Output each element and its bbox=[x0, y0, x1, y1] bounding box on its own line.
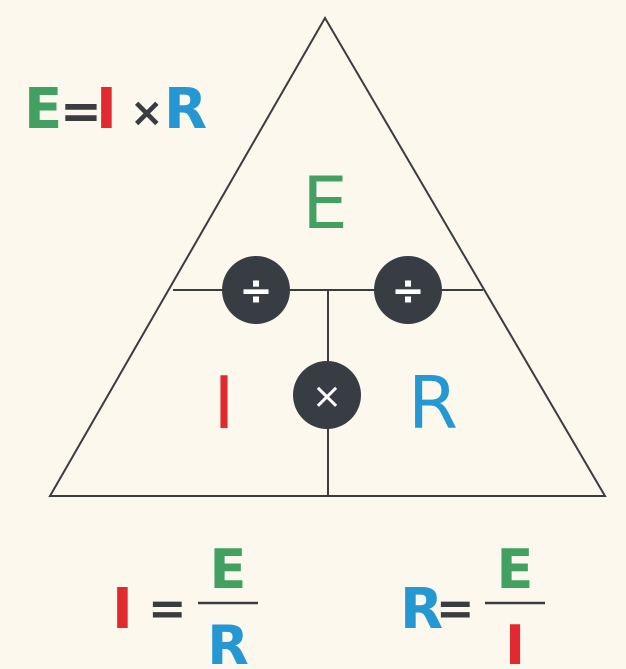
multiply-icon: × bbox=[312, 376, 342, 417]
formula-times: × bbox=[130, 90, 164, 136]
multiply-circle bbox=[293, 361, 361, 429]
multiply-badge: × bbox=[293, 361, 361, 429]
divide-left-icon: ÷ bbox=[239, 268, 273, 314]
current-formula: I = E R bbox=[112, 538, 258, 669]
formula-i: I bbox=[96, 77, 117, 142]
current-formula-numerator: E bbox=[210, 538, 247, 601]
formula-e: E bbox=[24, 77, 62, 142]
divide-left-badge: ÷ bbox=[222, 256, 290, 324]
current-formula-equals: = bbox=[148, 581, 187, 635]
formula-equals: = bbox=[60, 82, 102, 140]
resistance-formula-equals: = bbox=[436, 581, 475, 635]
formula-r: R bbox=[164, 77, 207, 142]
divide-right-icon: ÷ bbox=[391, 268, 425, 314]
resistance-formula: R = E I bbox=[400, 538, 545, 669]
resistance-formula-denominator: I bbox=[505, 614, 525, 669]
current-formula-lhs: I bbox=[112, 577, 133, 642]
divide-right-circle bbox=[374, 256, 442, 324]
triangle-resistance-label: R bbox=[408, 361, 458, 445]
current-formula-denominator: R bbox=[207, 614, 249, 669]
triangle-voltage-label: E bbox=[302, 161, 348, 245]
divide-left-circle bbox=[222, 256, 290, 324]
triangle-current-label: I bbox=[213, 361, 234, 445]
resistance-formula-numerator: E bbox=[497, 538, 534, 601]
ohms-law-formula: E = I × R bbox=[24, 77, 207, 142]
resistance-formula-lhs: R bbox=[400, 577, 443, 642]
divide-right-badge: ÷ bbox=[374, 256, 442, 324]
